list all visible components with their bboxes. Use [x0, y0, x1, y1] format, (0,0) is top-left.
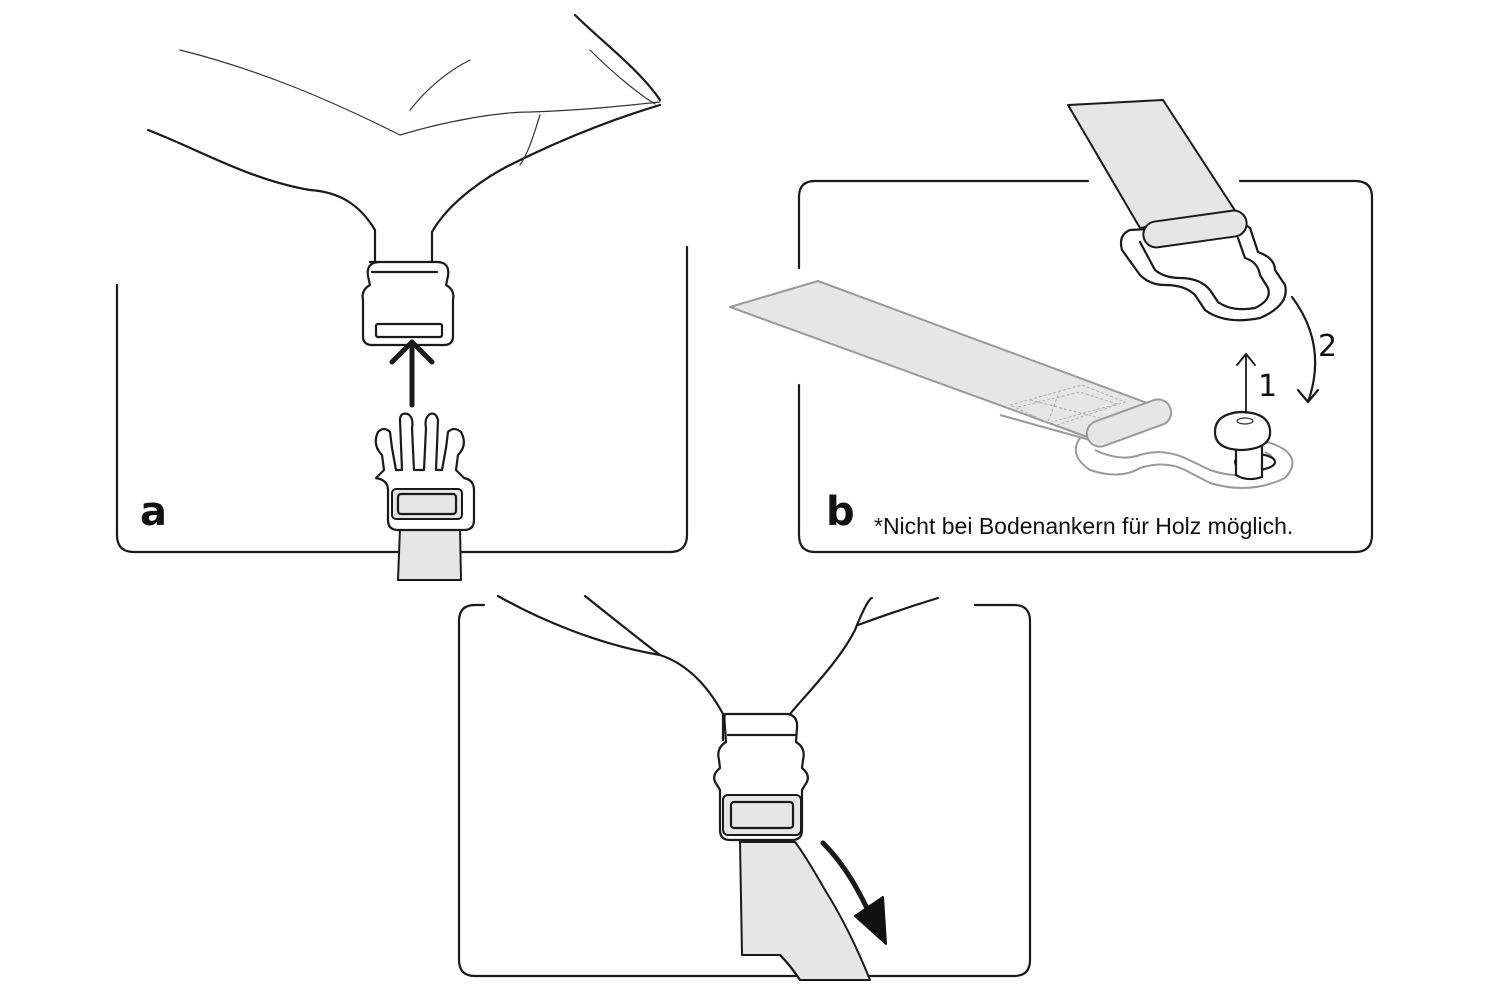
arrow-up-icon [1236, 353, 1256, 414]
bag-illustration [146, 13, 662, 264]
panel-c [457, 594, 1032, 982]
panel-c-frame [457, 603, 1032, 978]
arrow-up-icon [389, 339, 435, 408]
strap-with-d-ring [1067, 99, 1287, 322]
panel-b-frame [797, 179, 1374, 554]
ground-anchor-pin [1213, 410, 1277, 481]
female-buckle [361, 260, 455, 347]
panel-b-label: b [826, 489, 855, 535]
ghost-strap-on-anchor [729, 280, 1294, 489]
bag-bottom-illustration [496, 594, 940, 716]
panel-b: 2 1 b *Nicht bei Bodenankern für Holz mö… [729, 99, 1374, 554]
panel-a-label: a [140, 489, 167, 535]
closed-buckle [713, 712, 871, 982]
step-1-label: 1 [1258, 369, 1277, 404]
male-buckle [374, 412, 476, 581]
step-2-label: 2 [1318, 329, 1337, 364]
panel-a: a [115, 13, 689, 581]
panel-b-note: *Nicht bei Bodenankern für Holz möglich. [874, 513, 1293, 539]
tighten-arrow-icon [820, 840, 887, 945]
curved-arrow-icon [1290, 295, 1320, 404]
